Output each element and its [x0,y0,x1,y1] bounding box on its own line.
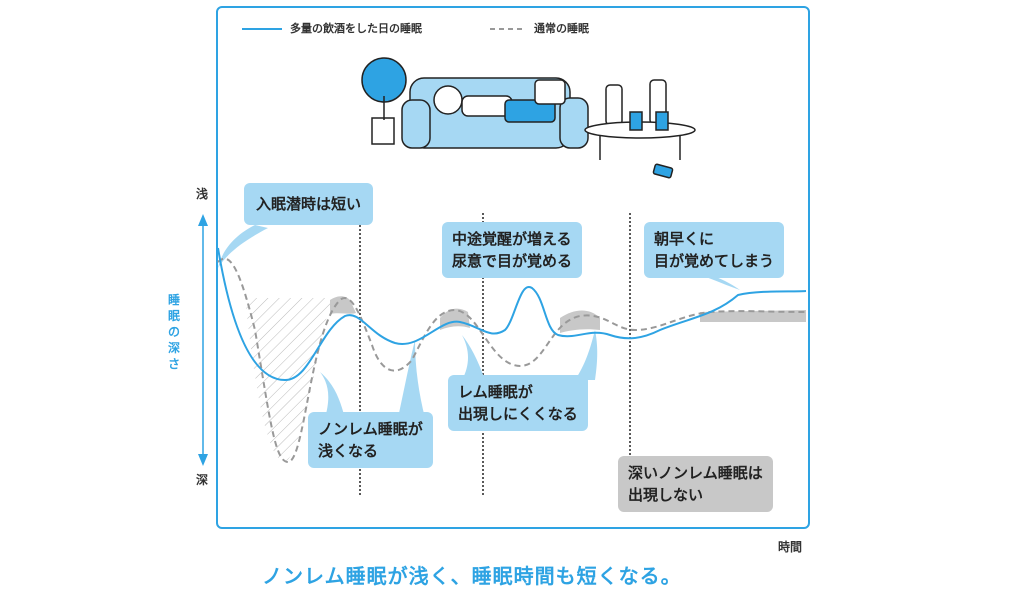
heavy-drinking-sleep-curve [217,247,807,382]
rem-gray-area [700,310,806,322]
bubble-rem: レム睡眠が 出現しにくくなる [448,375,588,431]
legend-normal: 通常の睡眠 [534,22,589,35]
bubble-awakening: 中途覚醒が増える 尿意で目が覚める [442,222,583,278]
rem-gray-area [560,310,600,333]
bubble-sleep-onset: 入眠潜時は短い [244,183,374,225]
chart-frame [216,6,810,529]
bubble-early-waking: 朝早くに 目が覚めてしまう [644,222,785,278]
sleeping-person-illustration [361,57,696,179]
bubble-tails [218,225,740,418]
bubble-nonrem-shallow: ノンレム睡眠が 浅くなる [308,412,433,468]
caption: ノンレム睡眠が浅く、睡眠時間も短くなる。 [262,564,682,588]
rem-gray-area [440,308,470,330]
rem-gray-area [330,296,356,314]
axis-shallow-label: 浅 [196,187,209,201]
time-dividers [359,213,631,495]
bubble-deep-nonrem: 深いノンレム睡眠は 出現しない [618,456,773,512]
normal-sleep-curve [217,257,807,464]
legend-heavy-drinking: 多量の飲酒をした日の睡眠 [290,22,422,35]
x-axis-label: 時間 [778,540,803,554]
y-axis-label: 睡眠の深さ [168,293,181,371]
axis-deep-label: 深 [196,473,209,487]
